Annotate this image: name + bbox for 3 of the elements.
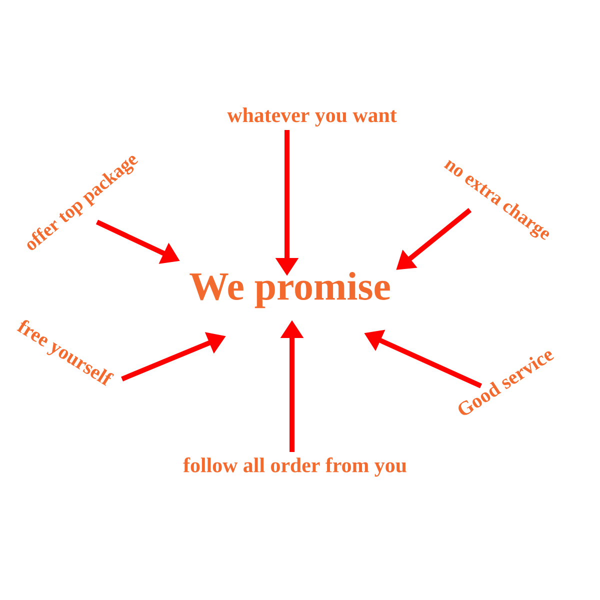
- label-text: whatever you want: [227, 107, 397, 127]
- label-text: follow all order from you: [183, 457, 406, 477]
- title-text: We promise: [190, 272, 390, 308]
